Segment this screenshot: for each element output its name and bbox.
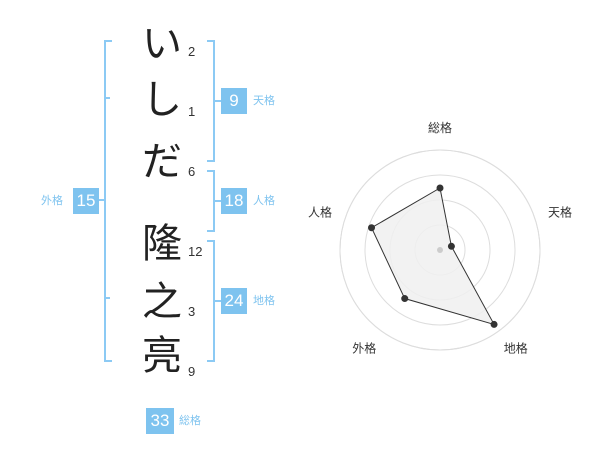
tenkaku-label: 天格 bbox=[253, 95, 275, 107]
outer-bracket bbox=[104, 40, 112, 362]
radar-ring-4 bbox=[339, 149, 541, 351]
stroke-count-1: 2 bbox=[188, 44, 196, 59]
gaikaku-label: 外格 bbox=[41, 195, 63, 207]
radar-point-5 bbox=[368, 224, 376, 232]
radar-point-4 bbox=[401, 295, 409, 303]
radar-data-area bbox=[370, 187, 496, 326]
radar-axis-label: 地格 bbox=[504, 341, 528, 356]
name-char-4: 隆 bbox=[142, 221, 182, 267]
radar-axis-label: 天格 bbox=[548, 204, 572, 219]
gaikaku-score: 15 bbox=[73, 188, 99, 214]
stroke-count-2: 1 bbox=[188, 104, 196, 119]
tenkaku-bracket bbox=[207, 40, 215, 162]
chikaku-score: 24 bbox=[221, 288, 247, 314]
jinkaku-bracket bbox=[207, 170, 215, 232]
tenkaku-bracket-tick bbox=[215, 100, 221, 102]
soukaku-label: 総格 bbox=[179, 415, 201, 427]
radar-point-1 bbox=[436, 184, 444, 192]
jinkaku-bracket-tick bbox=[215, 200, 221, 202]
jinkaku-score: 18 bbox=[221, 188, 247, 214]
chikaku-bracket bbox=[207, 240, 215, 362]
name-char-3: だ bbox=[142, 139, 182, 185]
stroke-count-4: 12 bbox=[188, 244, 203, 259]
stroke-count-5: 3 bbox=[188, 304, 196, 319]
name-char-6: 亮 bbox=[142, 333, 182, 379]
tenkaku-score: 9 bbox=[221, 88, 247, 114]
soukaku-score: 33 bbox=[146, 408, 174, 434]
chikaku-bracket-tick bbox=[215, 300, 221, 302]
name-char-1: い bbox=[142, 21, 182, 67]
jinkaku-label: 人格 bbox=[253, 195, 275, 207]
stroke-count-3: 6 bbox=[188, 164, 196, 179]
radar-center bbox=[437, 247, 443, 253]
outer-bracket-mid-tick bbox=[96, 199, 104, 201]
radar-point-3 bbox=[490, 320, 498, 328]
outer-bracket-tick-top bbox=[104, 97, 110, 99]
radar-axis-label: 人格 bbox=[308, 204, 332, 219]
name-char-5: 之 bbox=[142, 279, 182, 325]
stroke-count-6: 9 bbox=[188, 364, 196, 379]
name-char-2: し bbox=[142, 77, 182, 123]
chikaku-label: 地格 bbox=[253, 295, 275, 307]
radar-ring-3 bbox=[364, 174, 516, 326]
radar-axis-label: 外格 bbox=[352, 341, 376, 356]
radar-axis-label: 総格 bbox=[428, 120, 452, 135]
radar-point-2 bbox=[447, 242, 455, 250]
outer-bracket-tick-bottom bbox=[104, 297, 110, 299]
